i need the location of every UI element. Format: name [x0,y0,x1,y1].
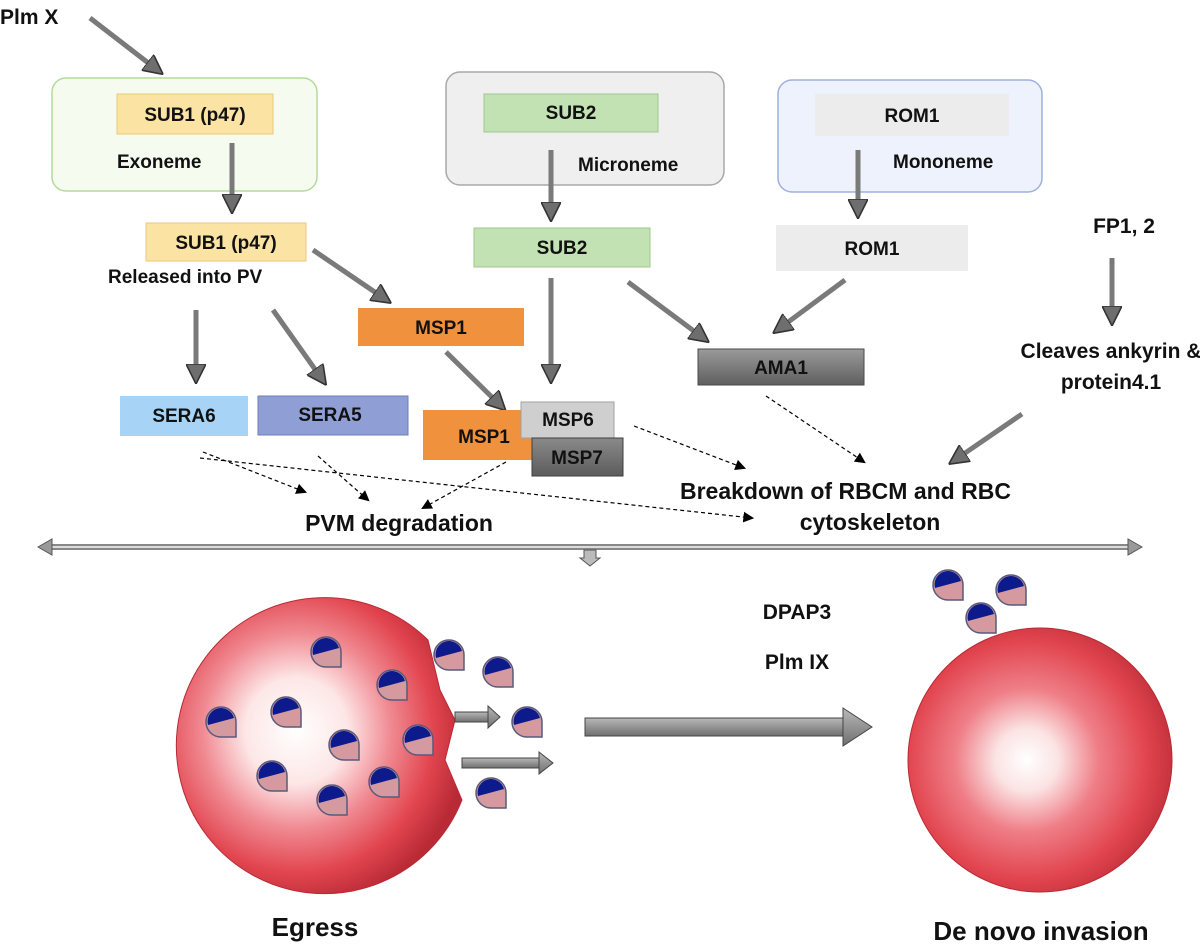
de-novo-invasion-label: De novo invasion [933,916,1148,946]
sera5-label: SERA5 [298,405,362,426]
merozoite [316,784,348,816]
arrow-sub1-to-msp1 [311,247,388,301]
sub2-vesicle-label: SUB2 [546,103,597,124]
merozoite [995,574,1027,606]
rom1-box [776,225,968,271]
egress-to-invasion-arrow [584,707,873,747]
arrow-sub1-to-sera5 [270,308,324,382]
egress-label: Egress [272,912,359,942]
merozoite [932,569,964,601]
merozoite [205,706,237,738]
sera5-box [257,395,409,436]
ama1-label: AMA1 [754,358,808,379]
merozoite [376,669,408,701]
msp1-bottom-label: MSP1 [458,427,510,448]
merozoite [475,777,507,809]
exoneme-label: Exoneme [117,152,201,173]
sub1-released-box [145,222,307,262]
mononeme-label: Mononeme [893,152,993,173]
arrow-rom1-to-ama1 [776,277,847,331]
sub2-vesicle-box [483,93,659,133]
dpap3-label: DPAP3 [763,601,831,624]
sub1-vesicle-label: SUB1 (p47) [144,105,245,126]
msp6-label: MSP6 [542,410,594,431]
cleaves-line1: Cleaves ankyrin & [1021,340,1200,363]
fp12-label: FP1, 2 [1093,215,1155,238]
dash-sera6-to-breakdown [199,457,755,523]
arrow-msp1-processing [444,350,503,408]
msp7-box [531,437,624,477]
plm-x-label: Plm X [0,6,58,29]
sub2-label: SUB2 [537,238,588,259]
msp1-bottom-box [423,410,537,460]
microneme-label: Microneme [578,155,678,176]
arrow-plmx-to-exoneme [88,16,160,72]
divider-arrow [36,538,1144,567]
msp7-label: MSP7 [551,448,603,469]
breakdown-line1: Breakdown of RBCM and RBC [680,478,1011,504]
merozoite [256,760,288,792]
released-into-pv-label: Released into PV [108,267,262,288]
merozoite [965,602,997,634]
merozoite [328,729,360,761]
ama1-box [697,348,865,386]
sera6-label: SERA6 [152,406,215,427]
dash-ama1-to-breakdown [765,395,866,464]
merozoite [402,724,434,756]
egress-arrow-1 [454,704,501,730]
arrow-cleave-to-breakdown [952,411,1024,462]
breakdown-line2: cytoskeleton [800,509,941,535]
arrow-sub2-to-ama1 [626,279,706,340]
merozoite [310,636,342,668]
rom1-label: ROM1 [845,239,900,260]
merozoite [270,696,302,728]
dash-msp-to-breakdown [633,425,747,470]
cleaves-line2: protein4.1 [1061,371,1162,394]
dash-msp1-to-pvm [421,461,507,510]
sub1-released-label: SUB1 (p47) [175,233,276,254]
rom1-vesicle-label: ROM1 [885,106,940,127]
merozoite [368,766,400,798]
merozoite [433,639,465,671]
sub2-box [473,227,651,268]
dash-sera6-to-pvm [202,451,308,494]
sera6-box [120,396,248,436]
egress-arrow-2 [461,750,554,776]
merozoite [482,656,514,688]
plm-ix-label: Plm IX [765,651,829,674]
rom1-vesicle-box [815,94,1009,136]
pvm-degradation-label: PVM degradation [305,510,493,536]
sub1-vesicle-box [116,93,274,135]
merozoite-group [205,569,1027,816]
msp1-top-box [358,308,524,346]
dash-sera5-to-pvm [317,455,370,502]
invasion-rbc [907,627,1173,893]
msp1-top-label: MSP1 [415,318,467,339]
merozoite [511,706,543,738]
